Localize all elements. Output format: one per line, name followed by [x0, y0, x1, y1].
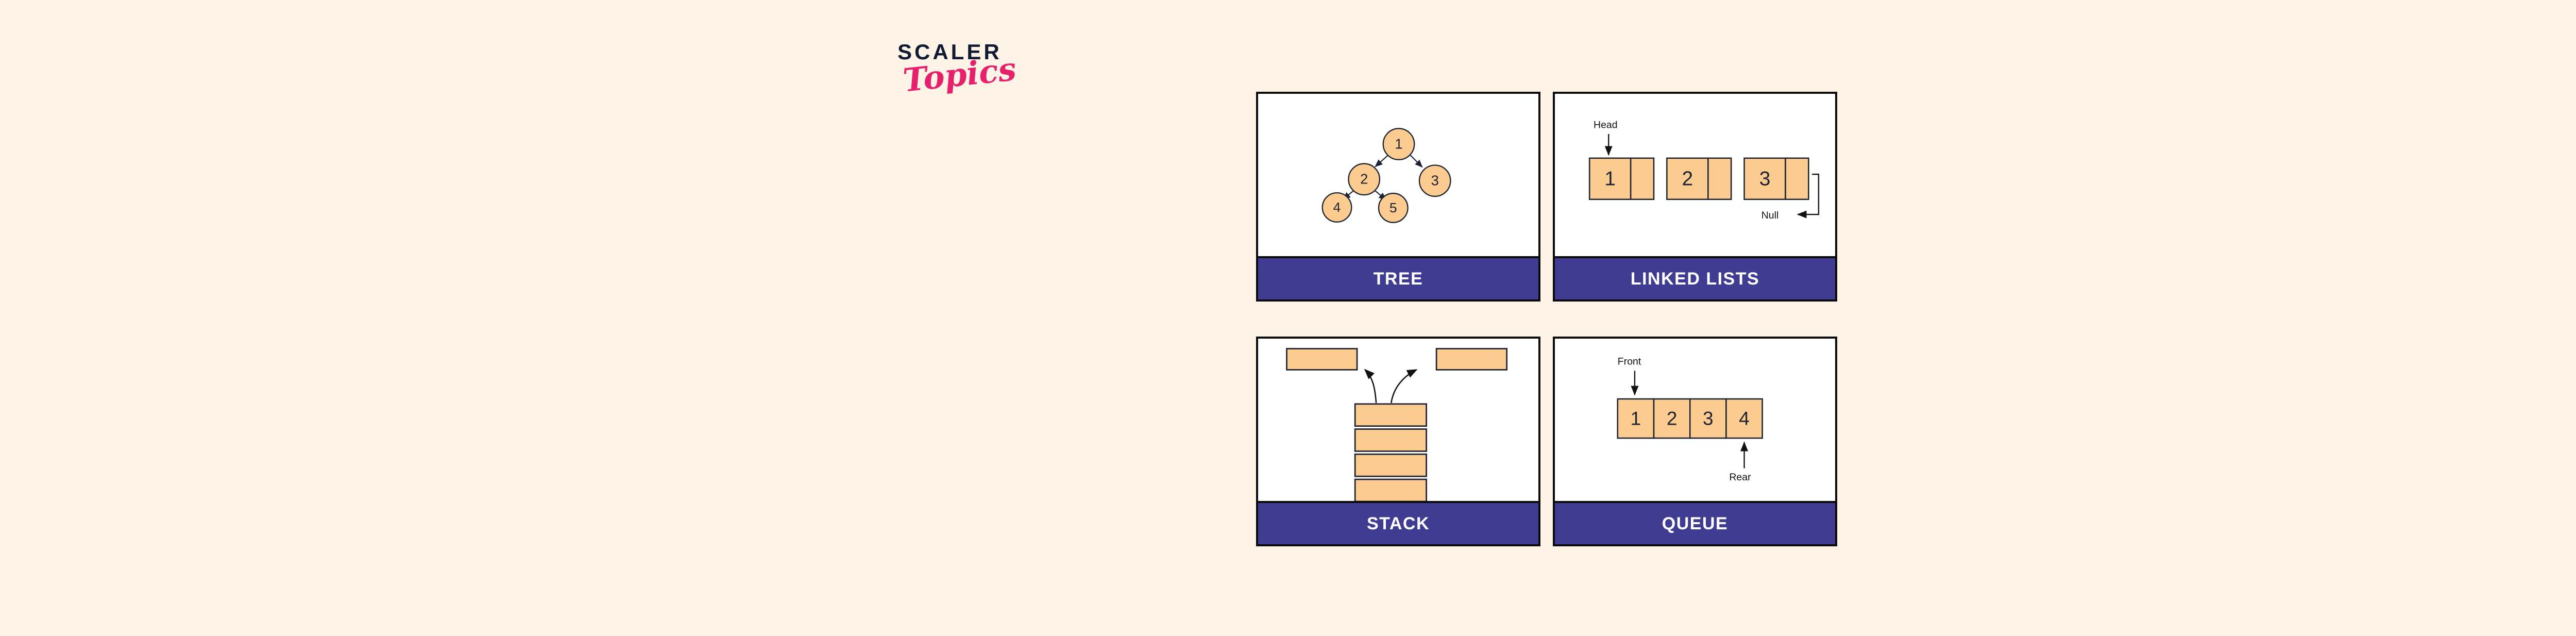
card-label-tree: TREE	[1258, 256, 1538, 299]
queue-cell-4-value: 4	[1739, 408, 1750, 429]
linked-list-node-1-value: 1	[1604, 168, 1616, 190]
stack-figure	[1258, 339, 1538, 501]
null-pointer-arrow	[1797, 173, 1820, 219]
card-tree[interactable]: 1 2 3 4	[1256, 92, 1540, 302]
logo-wordmark: SCALER	[897, 40, 1002, 64]
card-linked-lists[interactable]: Head 1 2 3	[1553, 92, 1837, 302]
stack-item-2[interactable]	[1354, 428, 1427, 452]
linked-list-diagram: Head 1 2 3	[1588, 119, 1820, 221]
card-queue[interactable]: Front 1 2 3 4	[1553, 337, 1837, 546]
tree-node-3[interactable]: 3	[1418, 164, 1451, 197]
linked-list-null-label: Null	[1761, 210, 1779, 221]
linked-list-node-3-value: 3	[1759, 168, 1771, 190]
tree-figure: 1 2 3 4	[1258, 94, 1538, 256]
queue-figure: Front 1 2 3 4	[1555, 339, 1835, 501]
tree-node-5-value: 5	[1389, 200, 1397, 215]
tree-edge-1-2	[1375, 155, 1389, 168]
tree-node-1[interactable]: 1	[1382, 128, 1415, 160]
queue-front-label: Front	[1618, 356, 1641, 367]
stack-push-arrow	[1391, 369, 1418, 404]
stack-diagram	[1286, 348, 1508, 501]
queue-diagram: Front 1 2 3 4	[1617, 356, 1763, 483]
card-label-linked-lists: LINKED LISTS	[1555, 256, 1835, 299]
stack-item-1[interactable]	[1354, 403, 1427, 427]
queue-cell-4[interactable]: 4	[1725, 398, 1763, 439]
linked-list-head-label: Head	[1594, 119, 1618, 130]
card-label-stack: STACK	[1258, 501, 1538, 544]
queue-rear-label: Rear	[1729, 472, 1751, 483]
linked-list-node-3[interactable]: 3	[1743, 157, 1809, 200]
queue-cell-1[interactable]: 1	[1617, 398, 1655, 439]
linked-list-node-1[interactable]: 1	[1588, 157, 1655, 200]
queue-cell-1-value: 1	[1631, 408, 1641, 429]
tree-diagram: 1 2 3 4	[1321, 128, 1451, 223]
queue-cell-3[interactable]: 3	[1689, 398, 1727, 439]
stack-pop-box[interactable]	[1286, 348, 1358, 371]
tree-node-4[interactable]: 4	[1321, 192, 1352, 223]
stack-push-box[interactable]	[1435, 348, 1508, 371]
linked-list-figure: Head 1 2 3	[1555, 94, 1835, 256]
card-stack[interactable]: STACK	[1256, 337, 1540, 546]
linked-list-node-2[interactable]: 2	[1666, 157, 1732, 200]
logo-script-topics: Topics	[901, 50, 1018, 99]
tree-node-4-value: 4	[1333, 199, 1341, 215]
tree-node-1-value: 1	[1395, 136, 1402, 152]
stack-pop-arrow	[1364, 369, 1377, 403]
stack-item-3[interactable]	[1354, 453, 1427, 477]
linked-list-node-2-value: 2	[1682, 168, 1693, 190]
tree-node-2[interactable]: 2	[1348, 163, 1381, 196]
tree-node-5[interactable]: 5	[1378, 192, 1409, 223]
queue-cell-2-value: 2	[1667, 408, 1677, 429]
tree-edge-1-3	[1410, 155, 1423, 168]
tree-node-2-value: 2	[1360, 171, 1368, 187]
queue-cell-2[interactable]: 2	[1653, 398, 1691, 439]
tree-content: 1 2 3 4	[1321, 128, 1451, 223]
scaler-topics-logo: SCALER Topics	[897, 41, 1052, 134]
card-label-queue: QUEUE	[1555, 501, 1835, 544]
stack-item-4[interactable]	[1354, 478, 1427, 501]
queue-cell-3-value: 3	[1703, 408, 1714, 429]
data-structures-card-grid: 1 2 3 4	[1256, 92, 1837, 546]
tree-node-3-value: 3	[1431, 172, 1439, 188]
